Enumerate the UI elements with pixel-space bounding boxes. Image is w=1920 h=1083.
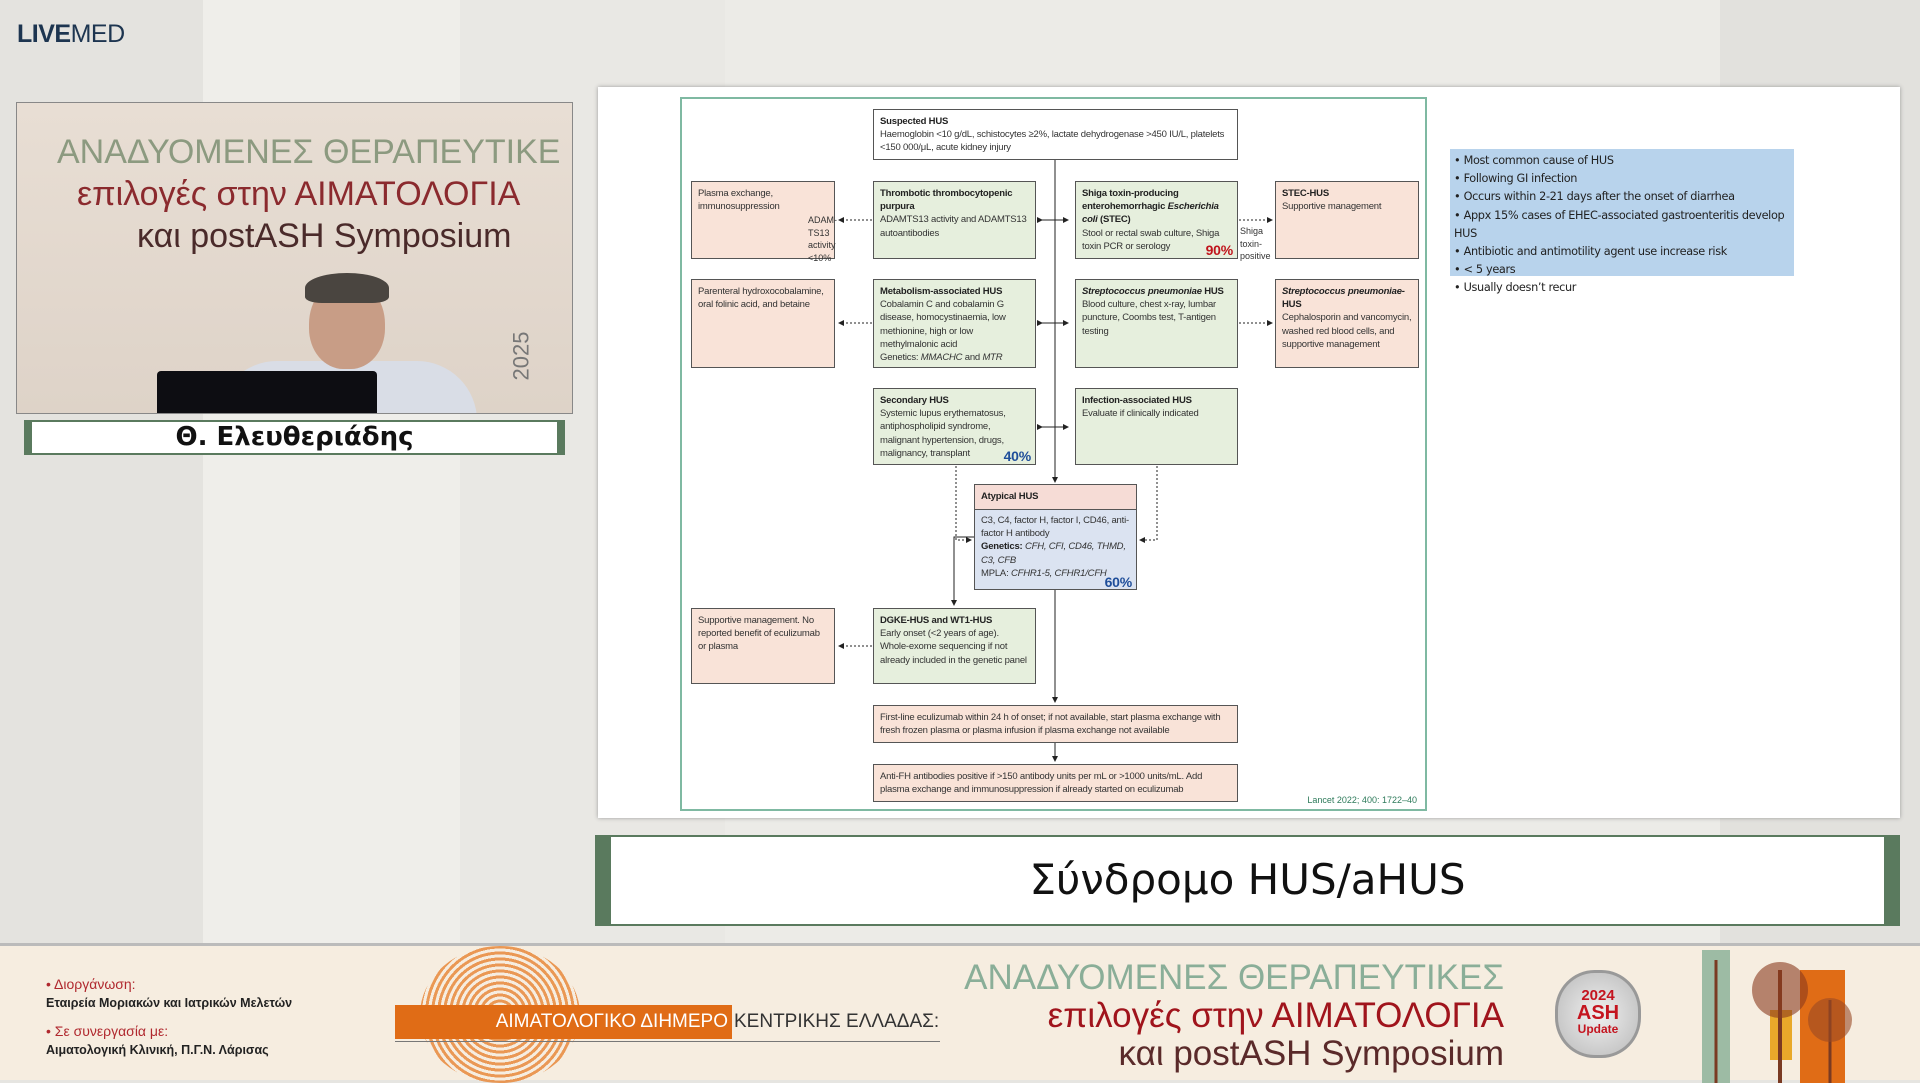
banner-title: ΑΙΜΑΤΟΛΟΓΙΚΟ ΔΙΗΜΕΡΟ xyxy=(395,1005,732,1039)
box-plasma-exchange: Plasma exchange, immunosuppression xyxy=(691,181,835,259)
stec-percent: 90% xyxy=(1205,241,1234,258)
backdrop-text: ΑΝΑΔΥΟΜΕΝΕΣ ΘΕΡΑΠΕΥΤΙΚΕ xyxy=(57,133,561,171)
collab-label: • Σε συνεργασία με: xyxy=(46,1023,169,1039)
bullet-item: • Following GI infection xyxy=(1454,172,1578,186)
box-anti-fh: Anti-FH antibodies positive if >150 anti… xyxy=(873,764,1238,802)
secondary-percent: 40% xyxy=(1003,447,1032,464)
banner-underline xyxy=(395,1041,940,1042)
bullet-item: • Antibiotic and antimotility agent use … xyxy=(1454,245,1727,259)
laptop xyxy=(157,371,377,413)
event-title-line1: ΑΝΑΔΥΟΜΕΝΕΣ ΘΕΡΑΠΕΥΤΙΚΕΣ xyxy=(964,958,1504,997)
event-title-line2: επιλογές στην ΑΙΜΑΤΟΛΟΓΙΑ xyxy=(1047,996,1504,1035)
flowchart-arrows xyxy=(838,160,1273,762)
speaker-video: ΑΝΑΔΥΟΜΕΝΕΣ ΘΕΡΑΠΕΥΤΙΚΕ επιλογές στην ΑΙ… xyxy=(16,102,573,414)
bullet-item: • < 5 years xyxy=(1454,263,1516,277)
box-atypical-hus: Atypical HUS C3, C4, factor H, factor I,… xyxy=(974,484,1137,590)
collaborator: Αιματολογική Κλινική, Π.Γ.Ν. Λάρισας xyxy=(46,1043,269,1057)
ash-update-seal: 2024 ASH Update xyxy=(1555,970,1641,1058)
backdrop-year: 2025 xyxy=(508,331,534,381)
citation: Lancet 2022; 400: 1722–40 xyxy=(1307,795,1417,805)
box-supportive: Supportive management. No reported benef… xyxy=(691,608,835,684)
backdrop-text: και postASH Symposium xyxy=(137,217,512,255)
banner-subtitle: ΚΕΝΤΡΙΚΗΣ ΕΛΛΑΔΑΣ: xyxy=(734,1011,940,1032)
box-first-line-eculizumab: First-line eculizumab within 24 h of ons… xyxy=(873,705,1238,743)
organizer: Εταιρεία Μοριακών και Ιατρικών Μελετών xyxy=(46,996,293,1010)
trees-illustration xyxy=(1702,950,1852,1083)
backdrop-text: επιλογές στην ΑΙΜΑΤΟΛΟΓΙΑ xyxy=(77,175,521,213)
bullet-item: • Appx 15% cases of EHEC-associated gast… xyxy=(1454,208,1785,240)
adamts13-label: ADAM-TS13 activity <10% xyxy=(808,215,837,263)
box-parenteral: Parenteral hydroxocobalamine, oral folin… xyxy=(691,279,835,368)
bullet-item: • Most common cause of HUS xyxy=(1454,154,1614,167)
atypical-percent: 60% xyxy=(1104,573,1133,590)
event-title-line3: και postASH Symposium xyxy=(1118,1034,1504,1073)
shiga-toxin-label: Shiga toxin-positive xyxy=(1240,226,1271,261)
livemed-logo: LIVEMED xyxy=(17,20,125,48)
speaker-hair xyxy=(305,273,389,303)
stec-bullets: • Most common cause of HUS • Following G… xyxy=(1450,149,1794,294)
bullet-item: • Usually doesn’t recur xyxy=(1454,281,1577,295)
bullet-item: • Occurs within 2-21 days after the onse… xyxy=(1454,190,1735,204)
organizer-label: • Διοργάνωση: xyxy=(46,976,136,992)
event-footer: • Διοργάνωση: Εταιρεία Μοριακών και Ιατρ… xyxy=(0,943,1920,1083)
box-stec: Shiga toxin-producing enterohemorrhagic … xyxy=(1075,181,1238,259)
speaker-name: Θ. Ελευθεριάδης xyxy=(24,420,565,455)
slide-title: Σύνδρομο HUS/aHUS xyxy=(595,835,1900,926)
